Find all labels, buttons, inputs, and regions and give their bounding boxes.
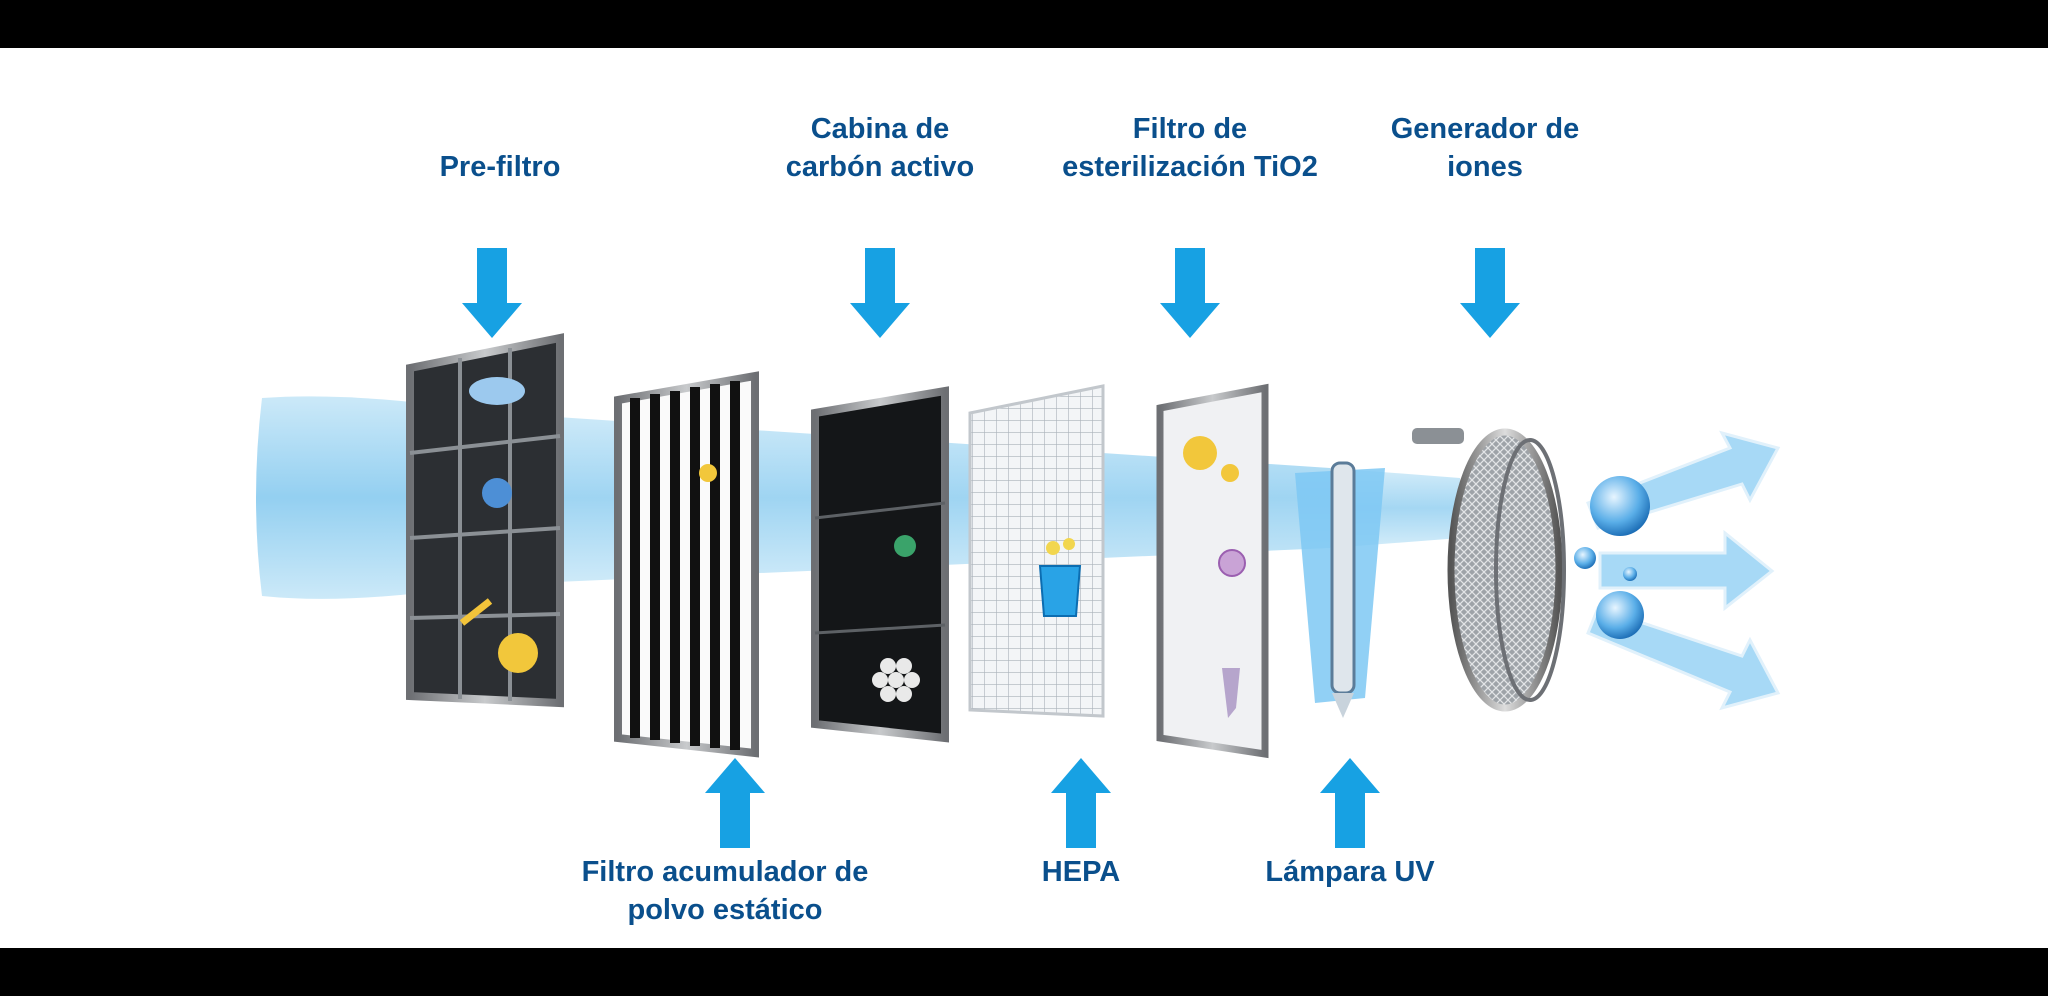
up-arrow-icon bbox=[1320, 758, 1380, 848]
down-arrow-icon bbox=[462, 248, 522, 338]
molecule-icon bbox=[1218, 549, 1246, 577]
label-carbon-activo: Cabina de carbón activo bbox=[785, 113, 975, 183]
germ-face-icon bbox=[894, 535, 916, 557]
label-prefiltro: Pre-filtro bbox=[439, 151, 561, 183]
label-tio2: Filtro de esterilización TiO2 bbox=[1062, 113, 1318, 183]
down-arrow-icon bbox=[1460, 248, 1520, 338]
clean-air-bubble-icon bbox=[1590, 476, 1650, 536]
cloud-face-icon bbox=[469, 377, 525, 405]
sad-face-icon bbox=[699, 464, 717, 482]
molecule-icon bbox=[872, 658, 920, 702]
up-arrow-icon bbox=[705, 758, 765, 848]
clean-air-bubble-icon bbox=[1623, 567, 1637, 581]
label-generador-iones: Generador de iones bbox=[1390, 113, 1580, 183]
prefilter-panel bbox=[406, 333, 564, 708]
hepa-filter-panel bbox=[968, 384, 1105, 718]
ion-generator bbox=[1412, 428, 1566, 712]
electrostatic-filter-panel bbox=[614, 371, 759, 758]
sad-face-icon bbox=[498, 633, 538, 673]
air-purifier-diagram bbox=[256, 248, 1781, 848]
cigarette-icon bbox=[459, 598, 493, 626]
activated-carbon-panel bbox=[811, 386, 949, 743]
germ-face-icon bbox=[482, 478, 512, 508]
label-lampara-uv: Lámpara UV bbox=[1265, 856, 1435, 888]
label-filtro-electrostatico: Filtro acumulador de polvo estático bbox=[581, 856, 869, 926]
down-arrow-icon bbox=[1160, 248, 1220, 338]
tio2-filter-panel bbox=[1156, 383, 1269, 759]
sad-face-icon bbox=[1183, 436, 1217, 470]
clean-air-bubble-icon bbox=[1596, 591, 1644, 639]
bacteria-icon bbox=[1222, 668, 1240, 718]
down-arrow-icon bbox=[850, 248, 910, 338]
clean-air-output bbox=[1586, 430, 1781, 711]
label-hepa: HEPA bbox=[1041, 856, 1121, 888]
clean-air-bubble-icon bbox=[1574, 547, 1596, 569]
uv-lamp bbox=[1295, 461, 1385, 718]
bucket-icon bbox=[1038, 565, 1082, 617]
diagram-canvas: Pre-filtro Cabina de carbón activo Filtr… bbox=[0, 48, 2048, 948]
up-arrow-icon bbox=[1051, 758, 1111, 848]
